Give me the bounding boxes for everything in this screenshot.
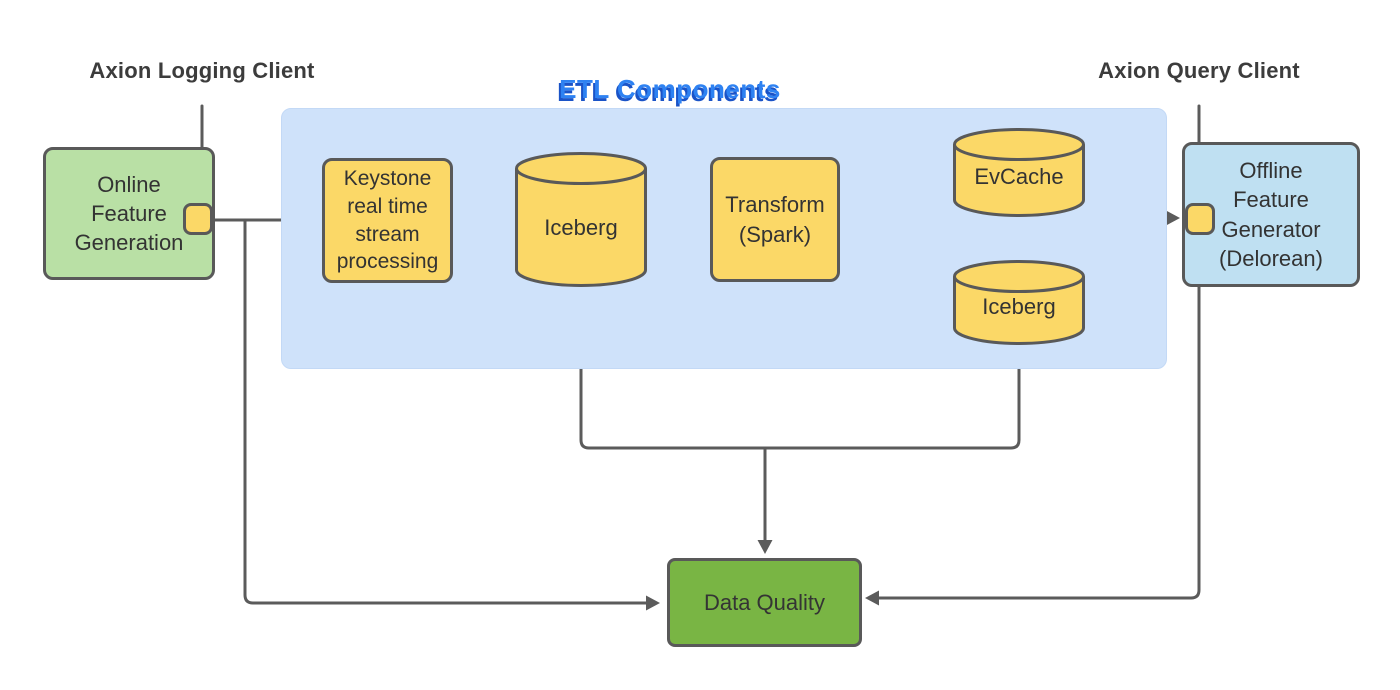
- node-label: Data Quality: [703, 589, 826, 615]
- etl-components-title: ETL Components: [559, 74, 781, 104]
- edge-offline-to-data-quality: [877, 233, 1201, 600]
- node-label: Iceberg: [544, 215, 618, 240]
- port-online-feature-generation: [183, 203, 213, 235]
- node-evcache: EvCache: [953, 128, 1085, 217]
- arrowhead-right-dq-left: [646, 595, 660, 611]
- node-label: Keystone real time stream processing: [336, 167, 439, 274]
- database-cylinder-shape: [515, 152, 647, 287]
- node-keystone-stream-processing: Keystone real time stream processing: [322, 158, 453, 283]
- label-axion-logging-client: Axion Logging Client: [89, 58, 315, 83]
- port-offline-feature-generator: [1185, 203, 1215, 235]
- database-cylinder-shape: [953, 260, 1085, 345]
- database-cylinder-shape: [953, 128, 1085, 217]
- node-label: EvCache: [974, 164, 1064, 189]
- node-label: Iceberg: [982, 294, 1056, 319]
- node-label: Offline Feature Generator (Delorean): [1219, 158, 1323, 271]
- arrowhead-right-offline-port: [1166, 210, 1180, 226]
- node-data-quality: Data Quality: [667, 558, 862, 647]
- edge-online-to-data-quality: [243, 218, 648, 605]
- node-label: Online Feature Generation: [74, 171, 184, 256]
- node-label: Transform (Spark): [725, 192, 825, 247]
- node-iceberg-offline: Iceberg: [953, 260, 1085, 345]
- arrowhead-left-dq-right: [865, 590, 879, 606]
- node-transform-spark: Transform (Spark): [710, 157, 840, 282]
- label-axion-query-client: Axion Query Client: [1098, 58, 1300, 83]
- node-iceberg-main: Iceberg: [515, 152, 647, 287]
- edge-icebergs-to-data-quality: [579, 285, 1021, 543]
- node-offline-feature-generator: Offline Feature Generator (Delorean): [1182, 142, 1360, 287]
- arrowhead-down-dq-top: [757, 540, 773, 554]
